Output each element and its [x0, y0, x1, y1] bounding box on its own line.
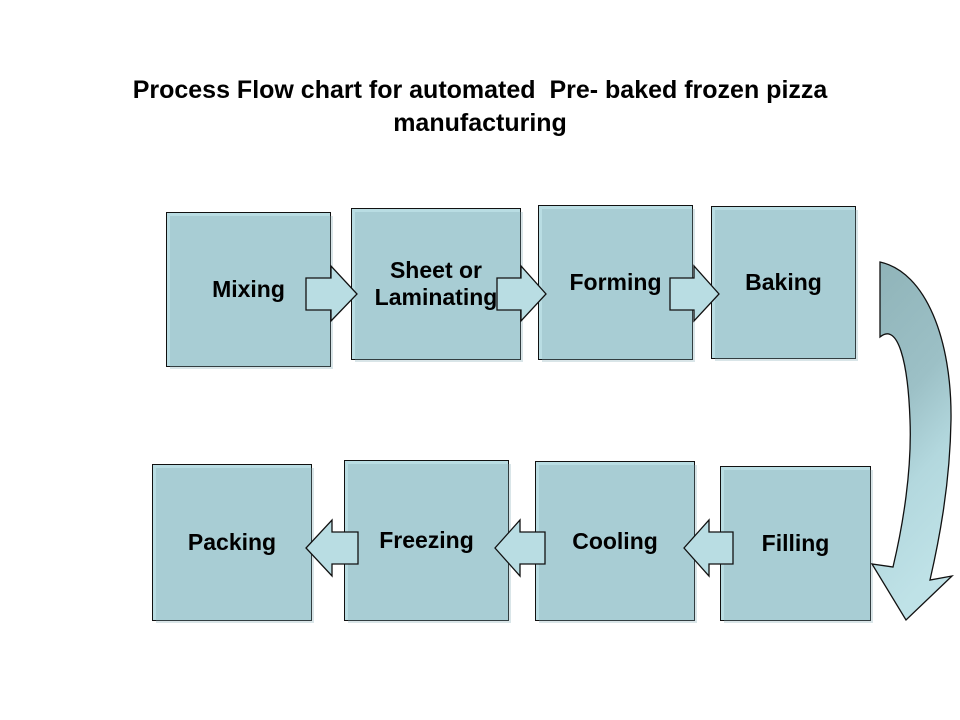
arrow-cooling-to-freezing[interactable]	[494, 518, 546, 578]
process-node-mixing[interactable]: Mixing	[166, 212, 333, 369]
process-node-sheet-or-laminating[interactable]: Sheet or Laminating	[351, 208, 523, 362]
process-node-label: Cooling	[572, 527, 658, 554]
process-node-freezing[interactable]: Freezing	[344, 460, 511, 623]
process-node-label: Filling	[761, 530, 830, 556]
arrow-sheet-to-forming[interactable]	[496, 264, 547, 323]
arrow-freezing-to-packing[interactable]	[305, 518, 359, 578]
process-node-filling[interactable]: Filling	[720, 466, 873, 623]
process-node-label: Packing	[187, 529, 277, 555]
process-node-label: Sheet or Laminating	[374, 257, 498, 310]
process-node-label: Mixing	[212, 276, 285, 302]
page-title: Process Flow chart for automated Pre- ba…	[132, 76, 828, 137]
arrow-forming-to-baking[interactable]	[669, 264, 720, 323]
process-node-cooling[interactable]: Cooling	[535, 461, 697, 623]
arrow-mixing-to-sheet[interactable]	[305, 264, 358, 323]
process-node-label: Freezing	[379, 527, 474, 553]
process-node-packing[interactable]: Packing	[152, 464, 314, 623]
process-node-label: Forming	[569, 269, 662, 295]
arrow-filling-to-cooling[interactable]	[683, 518, 734, 578]
process-node-label: Baking	[745, 269, 822, 295]
process-node-baking[interactable]: Baking	[711, 206, 858, 361]
arrow-baking-to-filling-curved[interactable]	[870, 261, 955, 622]
